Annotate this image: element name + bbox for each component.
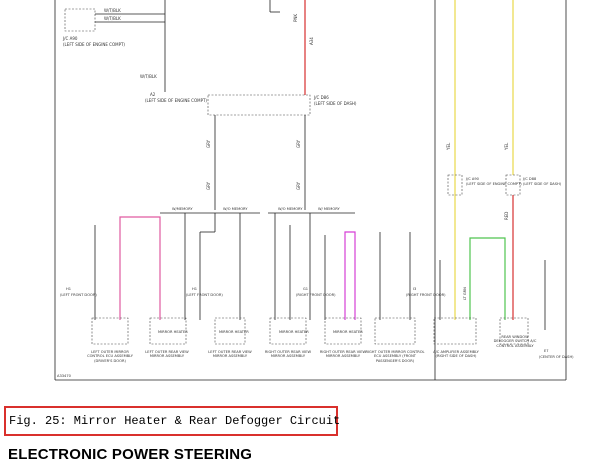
component-label-5: RIGHT OUTER REAR VIEW MIRROR ASSEMBLY	[319, 350, 367, 359]
component-label-1: LEFT OUTER MIRROR CONTROL ECU ASSEMBLY (…	[87, 350, 133, 363]
right-top-id-1: J/C A90	[465, 177, 480, 181]
component-box-4	[269, 317, 307, 345]
ground-a2-id: A2	[150, 92, 156, 97]
green-wire	[469, 237, 506, 320]
ground-g1: G1 (RIGHT FRONT DOOR)	[296, 287, 336, 297]
gry-label-1: GRY	[206, 139, 211, 148]
jc-a90-id: J/C A90	[62, 36, 78, 41]
yel-label-2: YEL	[504, 142, 509, 151]
component-label-8: REAR WINDOW DEFOGGER SWITCH A/C CONTROL …	[493, 335, 537, 348]
group-label-3: W/O MEMORY	[278, 207, 303, 211]
jc-d86-desc: (LEFT SIDE OF DASH)	[314, 101, 357, 106]
magenta-wire-right	[344, 231, 356, 320]
mirror-heater-4: MIRROR HEATER	[333, 330, 363, 334]
ground-a2-wire: W/T/BLK	[140, 74, 157, 79]
svg-text:E7: E7	[544, 349, 549, 353]
jc-a90-box	[64, 8, 96, 32]
svg-text:(RIGHT FRONT DOOR): (RIGHT FRONT DOOR)	[296, 293, 336, 297]
mirror-heater-3: MIRROR HEATER	[279, 330, 309, 334]
component-label-6: RIGHT OUTER MIRROR CONTROL ECU ASSEMBLY …	[365, 350, 425, 363]
ground-a2-desc: (LEFT SIDE OF ENGINE COMPT)	[145, 98, 207, 103]
jc-a90-pin-b: W/T/BLK	[104, 16, 121, 21]
ground-i3: I3 (RIGHT FRONT DOOR)	[406, 287, 446, 297]
gry-label-4: GRY	[296, 181, 301, 190]
svg-text:(RIGHT FRONT DOOR): (RIGHT FRONT DOOR)	[406, 293, 446, 297]
jc-d86-box	[207, 94, 311, 116]
component-box-2	[149, 317, 187, 345]
figure-caption: Fig. 25: Mirror Heater & Rear Defogger C…	[9, 414, 341, 428]
jc-a90-desc: (LEFT SIDE OF ENGINE COMPT)	[63, 42, 125, 47]
component-box-5	[324, 317, 362, 345]
mirror-heater-2: MIRROR HEATER	[219, 330, 249, 334]
jc-a90-right-box	[447, 174, 463, 196]
group-label-2: W/O MEMORY	[223, 207, 248, 211]
svg-text:(CENTER OF DASH): (CENTER OF DASH)	[539, 355, 574, 359]
component-label-7: A/C AMPLIFIER ASSEMBLY (RIGHT SIDE OF DA…	[433, 350, 479, 359]
caption-highlight-box	[4, 406, 338, 436]
ground-e7: E7 (CENTER OF DASH)	[539, 349, 574, 359]
gry-label-3: GRY	[296, 139, 301, 148]
section-title: ELECTRONIC POWER STEERING	[8, 446, 253, 463]
jc-d88-box	[505, 174, 521, 196]
svg-text:H1: H1	[66, 287, 71, 291]
component-box-1	[91, 317, 129, 345]
gry-label-2: GRY	[206, 181, 211, 190]
svg-text:(LEFT FRONT DOOR): (LEFT FRONT DOOR)	[186, 293, 223, 297]
ground-h1-b: H1 (LEFT FRONT DOOR)	[186, 287, 223, 297]
pnk-label: PNK	[293, 14, 298, 22]
group-label-4: W/ MEMORY	[318, 207, 340, 211]
svg-text:(LEFT FRONT DOOR): (LEFT FRONT DOOR)	[60, 293, 97, 297]
fuse-a34-label: A34	[309, 37, 314, 45]
mirror-heater-1: MIRROR HEATER	[158, 330, 188, 334]
right-top-desc-1: (LEFT SIDE OF ENGINE COMPT)	[466, 182, 522, 186]
jc-a90-pin-a: W/T/BLK	[104, 8, 121, 13]
svg-text:H1: H1	[192, 287, 197, 291]
red-label: RED	[504, 212, 509, 220]
ground-h1-a: H1 (LEFT FRONT DOOR)	[60, 287, 97, 297]
footer-code: A33470	[57, 374, 72, 378]
component-label-3: LEFT OUTER REAR VIEW MIRROR ASSEMBLY	[208, 350, 252, 359]
right-top-id-2: J/C D88	[522, 177, 537, 181]
right-top-desc-2: (LEFT SIDE OF DASH)	[523, 182, 562, 186]
group-label-1: W/MEMORY	[172, 207, 193, 211]
svg-text:G1: G1	[303, 287, 308, 291]
jc-d86-id: J/C D86	[313, 95, 329, 100]
component-label-2: LEFT OUTER REAR VIEW MIRROR ASSEMBLY	[145, 350, 189, 359]
ac-amplifier-box	[433, 317, 477, 345]
pink-wire-left	[119, 216, 161, 320]
defogger-switch-box	[499, 317, 529, 345]
component-box-6	[374, 317, 416, 345]
component-box-3	[214, 317, 246, 345]
svg-text:I3: I3	[413, 287, 416, 291]
lt-grn-label: LT GRN	[463, 287, 467, 300]
yel-label-1: YEL	[446, 142, 451, 151]
component-label-4: RIGHT OUTER REAR VIEW MIRROR ASSEMBLY	[264, 350, 312, 359]
